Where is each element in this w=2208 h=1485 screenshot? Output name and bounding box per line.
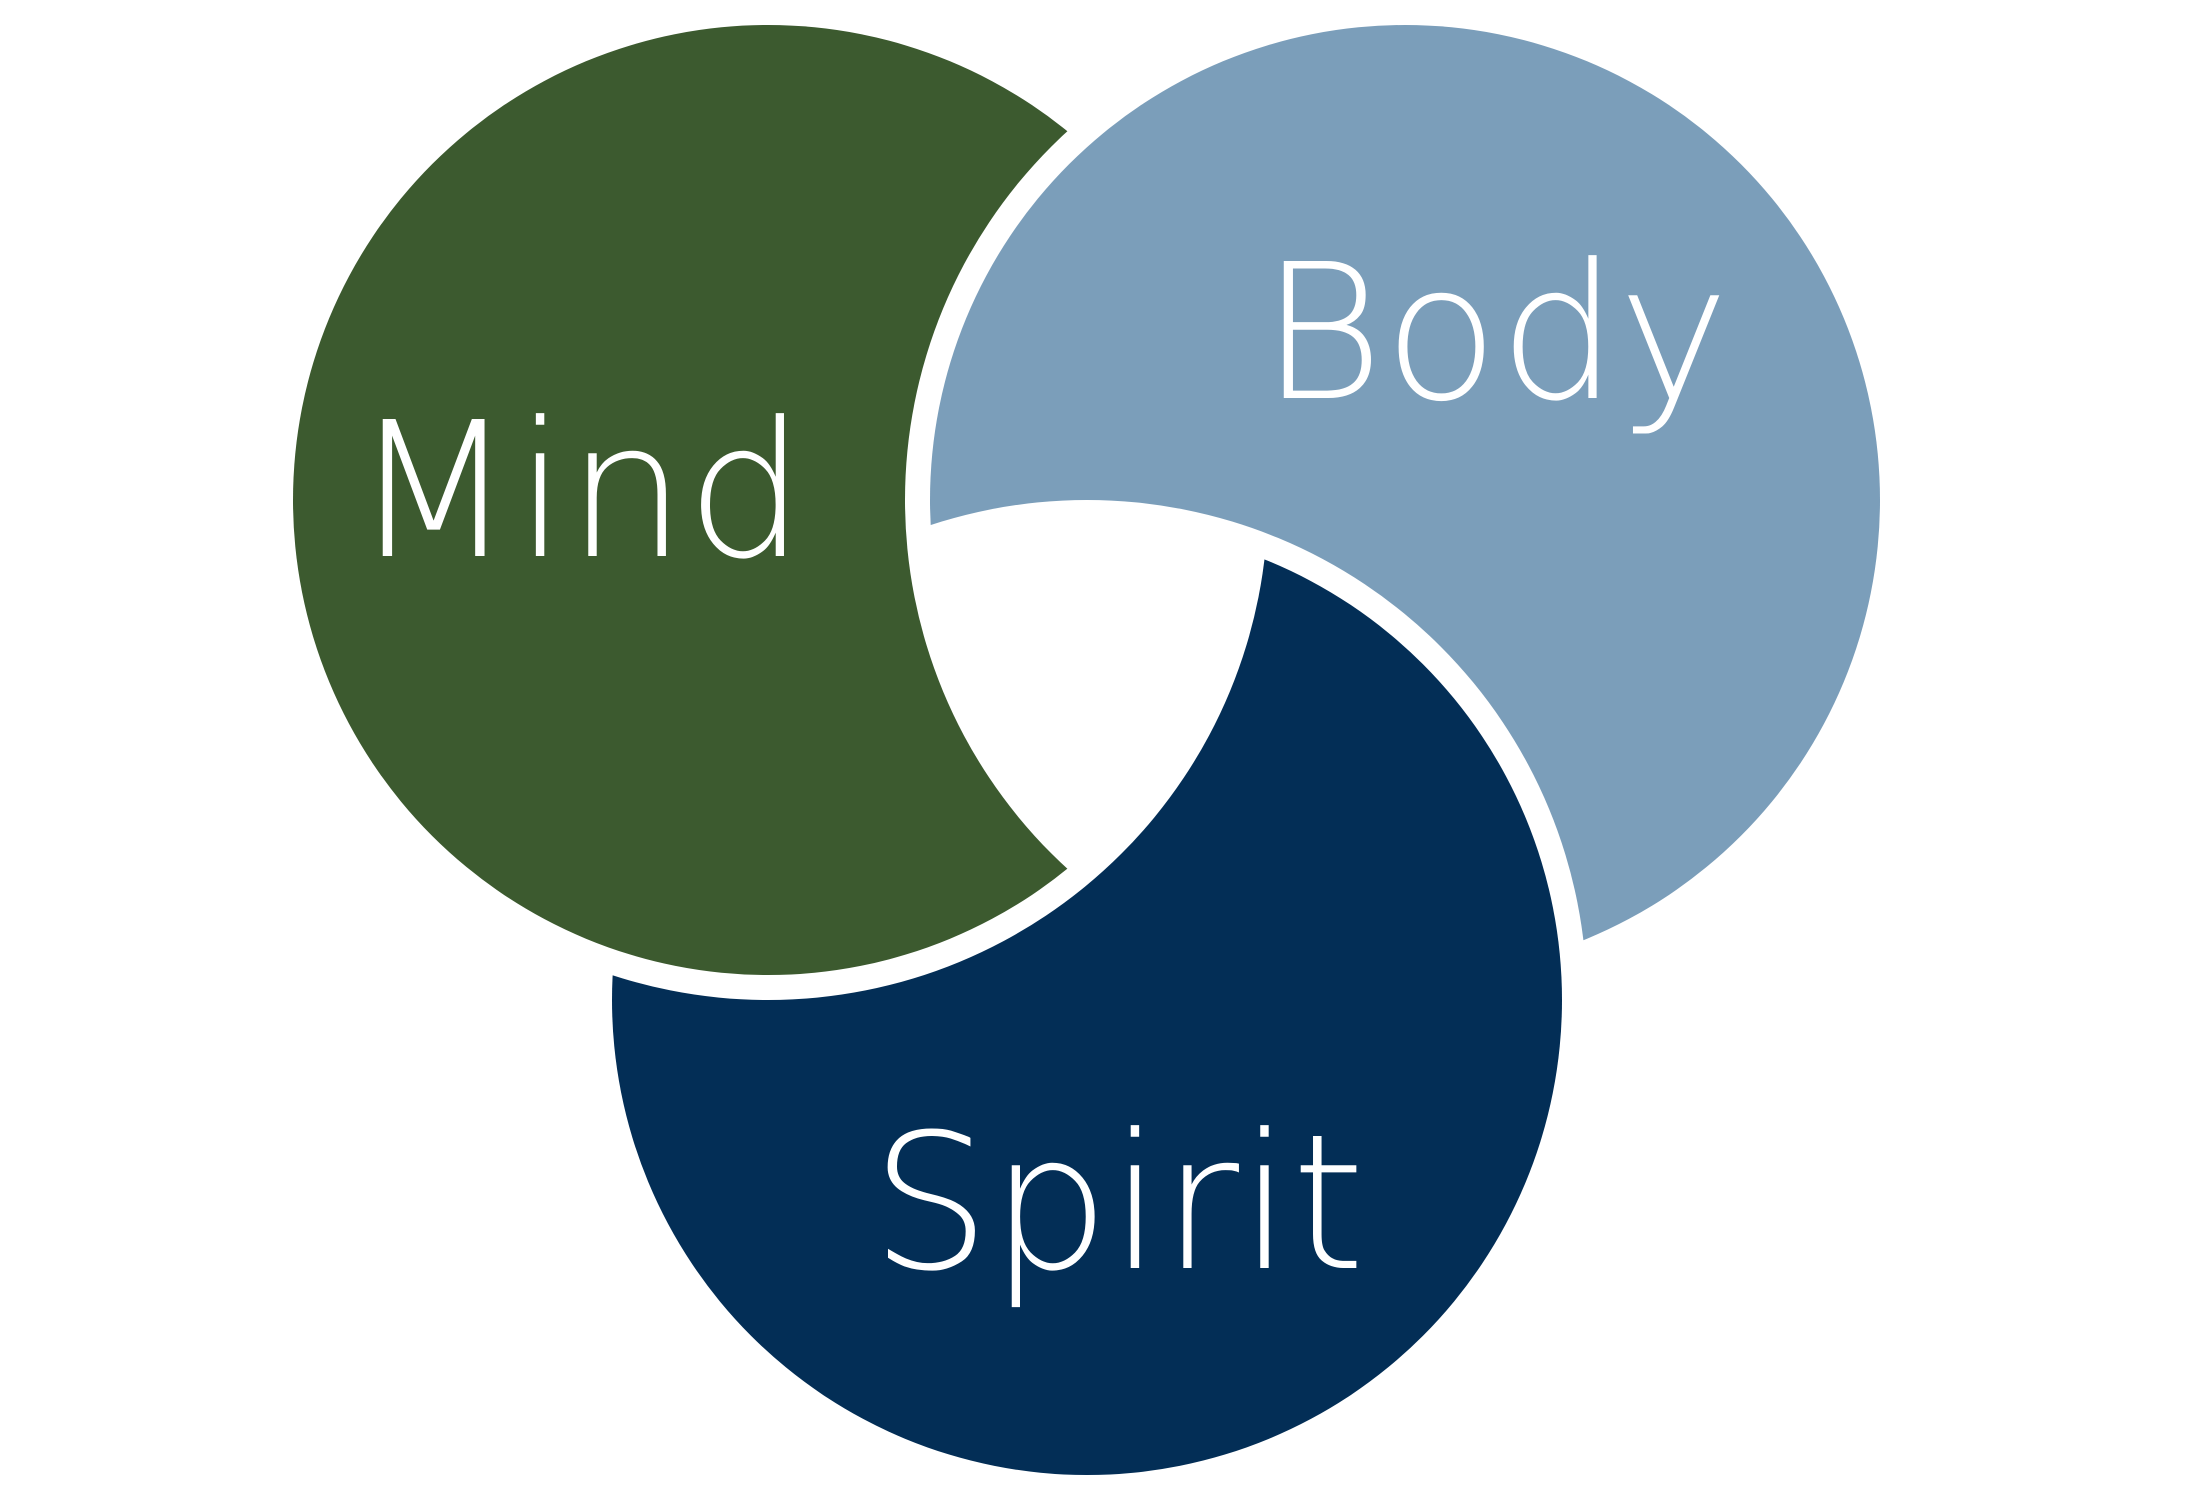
body-label: Body bbox=[1261, 224, 1730, 443]
mind-label: Mind bbox=[353, 382, 806, 601]
spirit-circle bbox=[612, 525, 1562, 1475]
spirit-circle-group: Spirit bbox=[612, 525, 1562, 1475]
spirit-label: Spirit bbox=[871, 1094, 1365, 1313]
